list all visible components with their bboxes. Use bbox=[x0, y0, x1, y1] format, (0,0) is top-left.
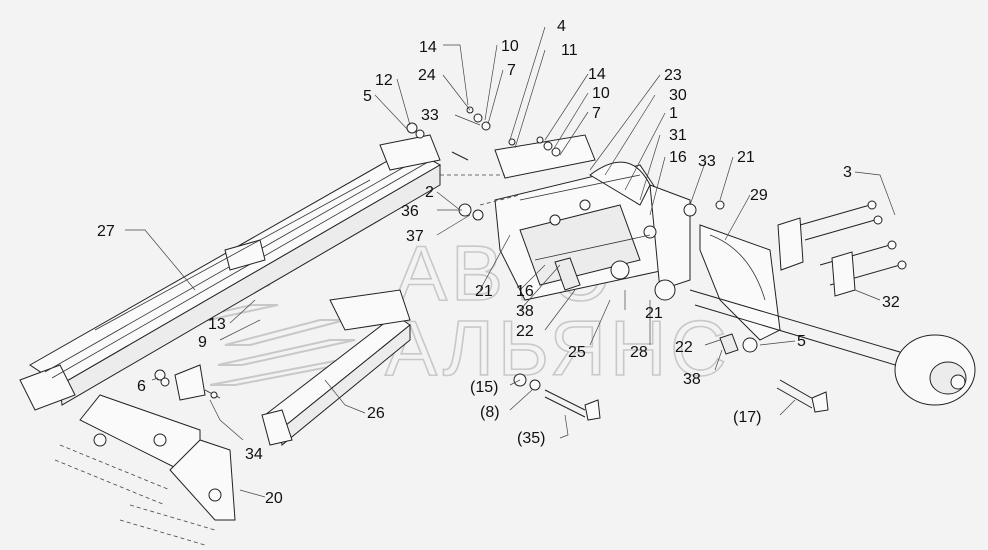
small-bracket bbox=[154, 364, 221, 401]
axle-hub bbox=[689, 289, 976, 406]
suspension-assembly bbox=[440, 134, 691, 301]
callout-21-c: 21 bbox=[645, 305, 663, 322]
callout-22-a: 22 bbox=[516, 323, 534, 340]
drawbar-beam bbox=[19, 134, 442, 411]
callout-15: (15) bbox=[470, 379, 498, 396]
callout-11: 11 bbox=[561, 42, 578, 59]
callout-1: 1 bbox=[669, 105, 678, 122]
callout-14-b: 14 bbox=[588, 66, 606, 83]
callout-4: 4 bbox=[557, 18, 566, 35]
callout-9: 9 bbox=[198, 334, 207, 351]
callout-10-b: 10 bbox=[592, 85, 610, 102]
callout-12: 12 bbox=[375, 72, 393, 89]
callout-7-b: 7 bbox=[592, 105, 601, 122]
callouts: 14 10 4 11 12 24 7 14 5 33 10 23 7 30 1 … bbox=[97, 18, 900, 507]
callout-8: (8) bbox=[480, 404, 500, 421]
callout-27: 27 bbox=[97, 223, 115, 240]
callout-13: 13 bbox=[208, 316, 226, 333]
callout-31: 31 bbox=[669, 127, 687, 144]
callout-37: 37 bbox=[406, 228, 424, 245]
hardware-top bbox=[406, 106, 739, 355]
callout-29: 29 bbox=[750, 187, 768, 204]
callout-6: 6 bbox=[137, 378, 146, 395]
callout-35: (35) bbox=[517, 430, 545, 447]
callout-20: 20 bbox=[265, 490, 283, 507]
callout-16-b: 16 bbox=[516, 283, 534, 300]
leader-lines bbox=[125, 26, 896, 498]
callout-14-a: 14 bbox=[419, 39, 437, 56]
callout-33-b: 33 bbox=[698, 153, 716, 170]
callout-25: 25 bbox=[568, 344, 586, 361]
callout-34: 34 bbox=[245, 446, 263, 463]
callout-16-a: 16 bbox=[669, 149, 687, 166]
callout-28: 28 bbox=[630, 344, 648, 361]
callout-17: (17) bbox=[733, 409, 761, 426]
callout-22-b: 22 bbox=[675, 339, 693, 356]
callout-36: 36 bbox=[401, 203, 419, 220]
callout-7-a: 7 bbox=[507, 62, 516, 79]
callout-10-a: 10 bbox=[501, 38, 519, 55]
pins bbox=[513, 373, 829, 421]
callout-26: 26 bbox=[367, 405, 385, 422]
callout-38-a: 38 bbox=[516, 303, 534, 320]
callout-21-b: 21 bbox=[475, 283, 493, 300]
hitch-frame bbox=[54, 394, 236, 546]
spring-bracket bbox=[699, 224, 781, 353]
callout-38-b: 38 bbox=[683, 371, 701, 388]
callout-21-a: 21 bbox=[737, 149, 755, 166]
callout-24: 24 bbox=[418, 67, 436, 84]
callout-5-b: 5 bbox=[797, 333, 806, 350]
watermark-line2: АЛЬЯНС bbox=[385, 304, 731, 392]
callout-23: 23 bbox=[664, 67, 682, 84]
callout-33-a: 33 bbox=[421, 107, 439, 124]
callout-32: 32 bbox=[882, 294, 900, 311]
u-bolts bbox=[777, 200, 907, 297]
callout-2: 2 bbox=[425, 184, 434, 201]
callout-30: 30 bbox=[669, 87, 687, 104]
callout-5-a: 5 bbox=[363, 88, 372, 105]
lower-beam bbox=[261, 289, 411, 446]
callout-3: 3 bbox=[843, 164, 852, 181]
